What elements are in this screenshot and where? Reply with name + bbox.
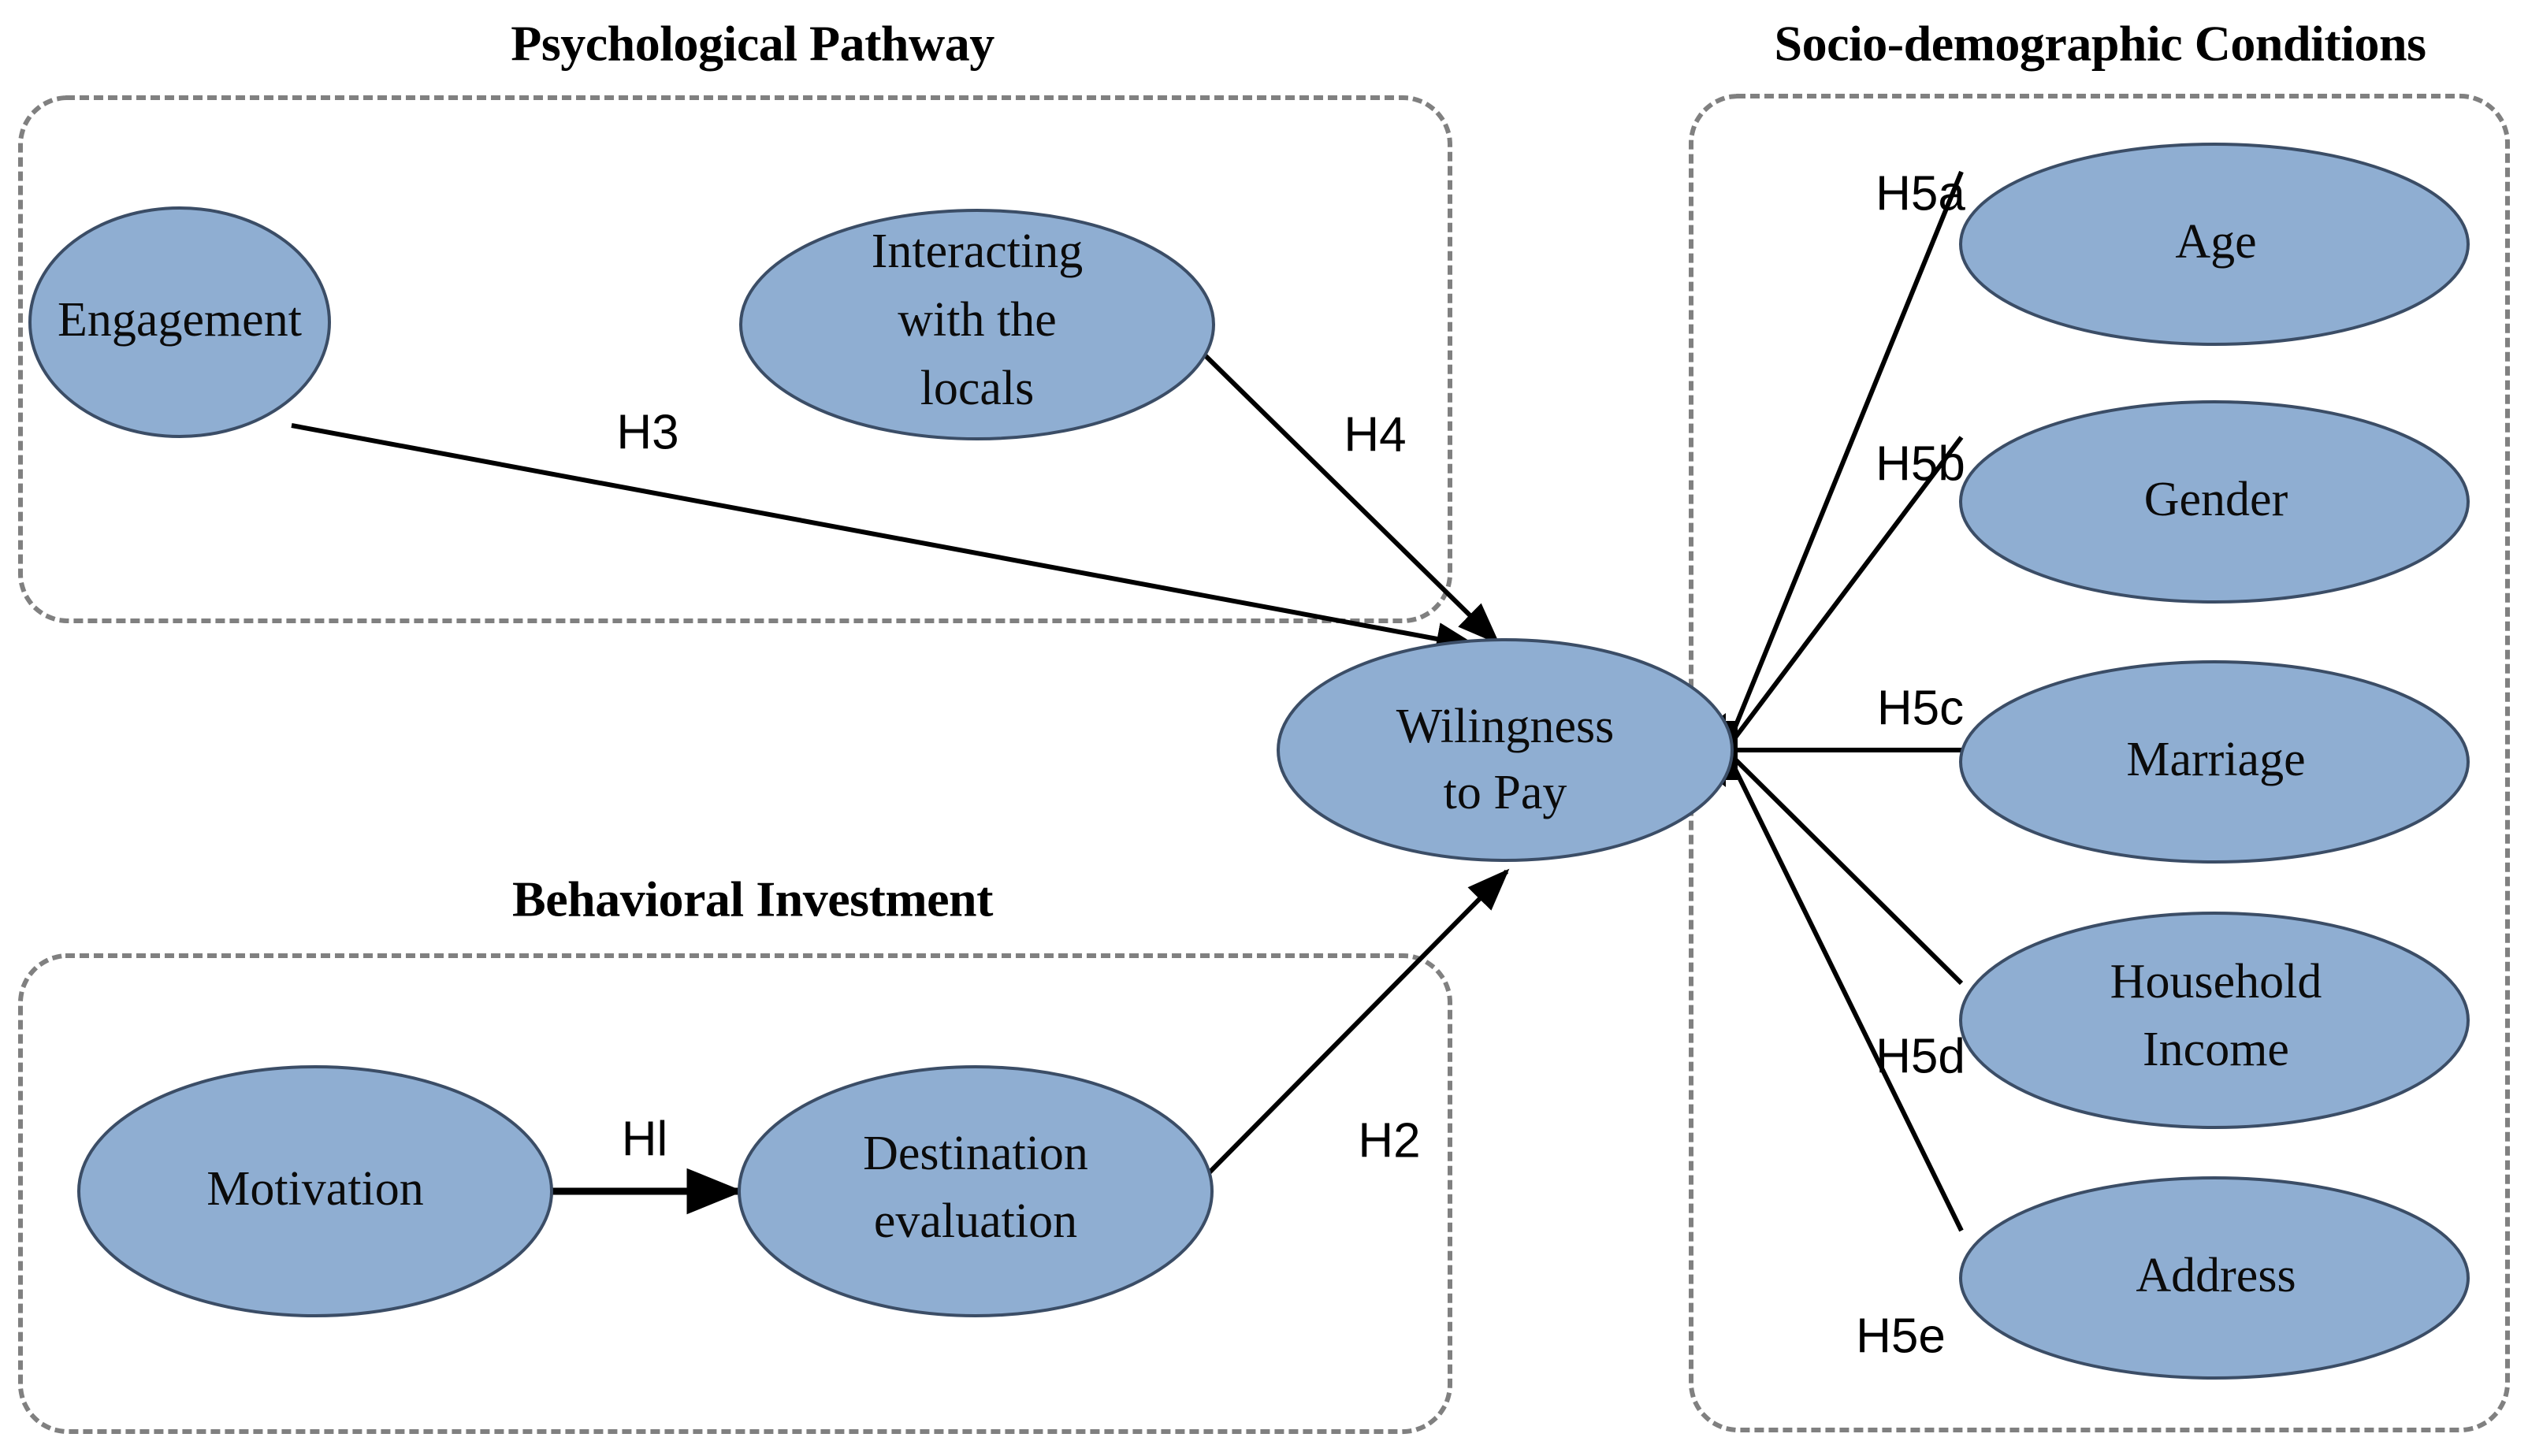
group-title-socio-demographic: Socio-demographic Conditions — [1775, 16, 2426, 72]
node-address[interactable]: Address — [1959, 1176, 2470, 1380]
node-interacting-label-line1: Interacting — [872, 225, 1084, 278]
hypothesis-label-h5c: H5c — [1877, 681, 1964, 735]
node-household-income-label-line1: Household — [2110, 955, 2322, 1008]
group-title-psychological-pathway: Psychological Pathway — [511, 16, 994, 72]
hypothesis-label-h5e: H5e — [1856, 1309, 1946, 1363]
node-gender-label: Gender — [2144, 473, 2288, 526]
node-destination-evaluation[interactable]: Destination evaluation — [738, 1065, 1214, 1317]
node-interacting-with-locals[interactable]: Interacting with the locals — [739, 209, 1215, 440]
edge-h5e — [1723, 748, 1964, 1232]
node-household-income[interactable]: Household Income — [1959, 912, 2470, 1129]
edge-h5d — [1723, 748, 1964, 986]
edge-h3 — [291, 423, 1479, 656]
group-box-socio-demographic — [1689, 94, 2510, 1432]
node-gender-ellipse[interactable] — [1959, 400, 2470, 604]
group-box-behavioral-investment — [18, 953, 1452, 1434]
node-interacting-ellipse[interactable] — [739, 209, 1215, 440]
node-address-label: Address — [2136, 1249, 2296, 1302]
node-destination-label-line1: Destination — [863, 1127, 1088, 1180]
node-motivation-label: Motivation — [206, 1162, 424, 1216]
node-willingness-ellipse[interactable] — [1277, 638, 1734, 862]
hypothesis-label-h5a: H5a — [1876, 166, 1965, 221]
hypothesis-label-h5b: H5b — [1876, 436, 1965, 491]
node-household-income-label-line2: Income — [2143, 1023, 2289, 1076]
hypothesis-label-h3: H3 — [616, 405, 678, 459]
node-address-ellipse[interactable] — [1959, 1176, 2470, 1380]
node-engagement-label: Engagement — [58, 293, 302, 347]
node-destination-label-line2: evaluation — [874, 1194, 1077, 1248]
edge-h5b — [1723, 436, 1964, 752]
hypothesis-label-h4: H4 — [1344, 407, 1406, 462]
node-interacting-label-line2: with the — [898, 293, 1056, 347]
node-willingness-label-line1: Wilingness — [1396, 700, 1615, 753]
hypothesis-label-h2: H2 — [1358, 1113, 1420, 1168]
node-marriage-label: Marriage — [2126, 733, 2305, 786]
node-willingness-to-pay[interactable]: Wilingness to Pay — [1277, 638, 1734, 862]
edge-h4 — [1194, 344, 1500, 645]
node-age[interactable]: Age — [1959, 143, 2470, 346]
node-destination-ellipse[interactable] — [738, 1065, 1214, 1317]
node-gender[interactable]: Gender — [1959, 400, 2470, 604]
node-motivation[interactable]: Motivation — [77, 1065, 553, 1317]
hypothesis-label-h5d: H5d — [1876, 1029, 1965, 1083]
node-marriage-ellipse[interactable] — [1959, 660, 2470, 864]
group-title-behavioral-investment: Behavioral Investment — [512, 871, 994, 927]
node-age-label: Age — [2175, 215, 2256, 269]
node-household-income-ellipse[interactable] — [1959, 912, 2470, 1129]
node-motivation-ellipse[interactable] — [77, 1065, 553, 1317]
edge-h5a — [1723, 170, 1964, 752]
node-willingness-label-line2: to Pay — [1444, 766, 1567, 819]
edge-h2 — [1195, 868, 1510, 1187]
group-box-psychological-pathway — [18, 95, 1452, 623]
node-marriage[interactable]: Marriage — [1959, 660, 2470, 864]
node-age-ellipse[interactable] — [1959, 143, 2470, 346]
hypothesis-label-h1: Hl — [622, 1112, 668, 1166]
node-interacting-label-line3: locals — [920, 362, 1035, 415]
node-engagement[interactable]: Engagement — [28, 206, 331, 438]
node-engagement-ellipse[interactable] — [28, 206, 331, 438]
